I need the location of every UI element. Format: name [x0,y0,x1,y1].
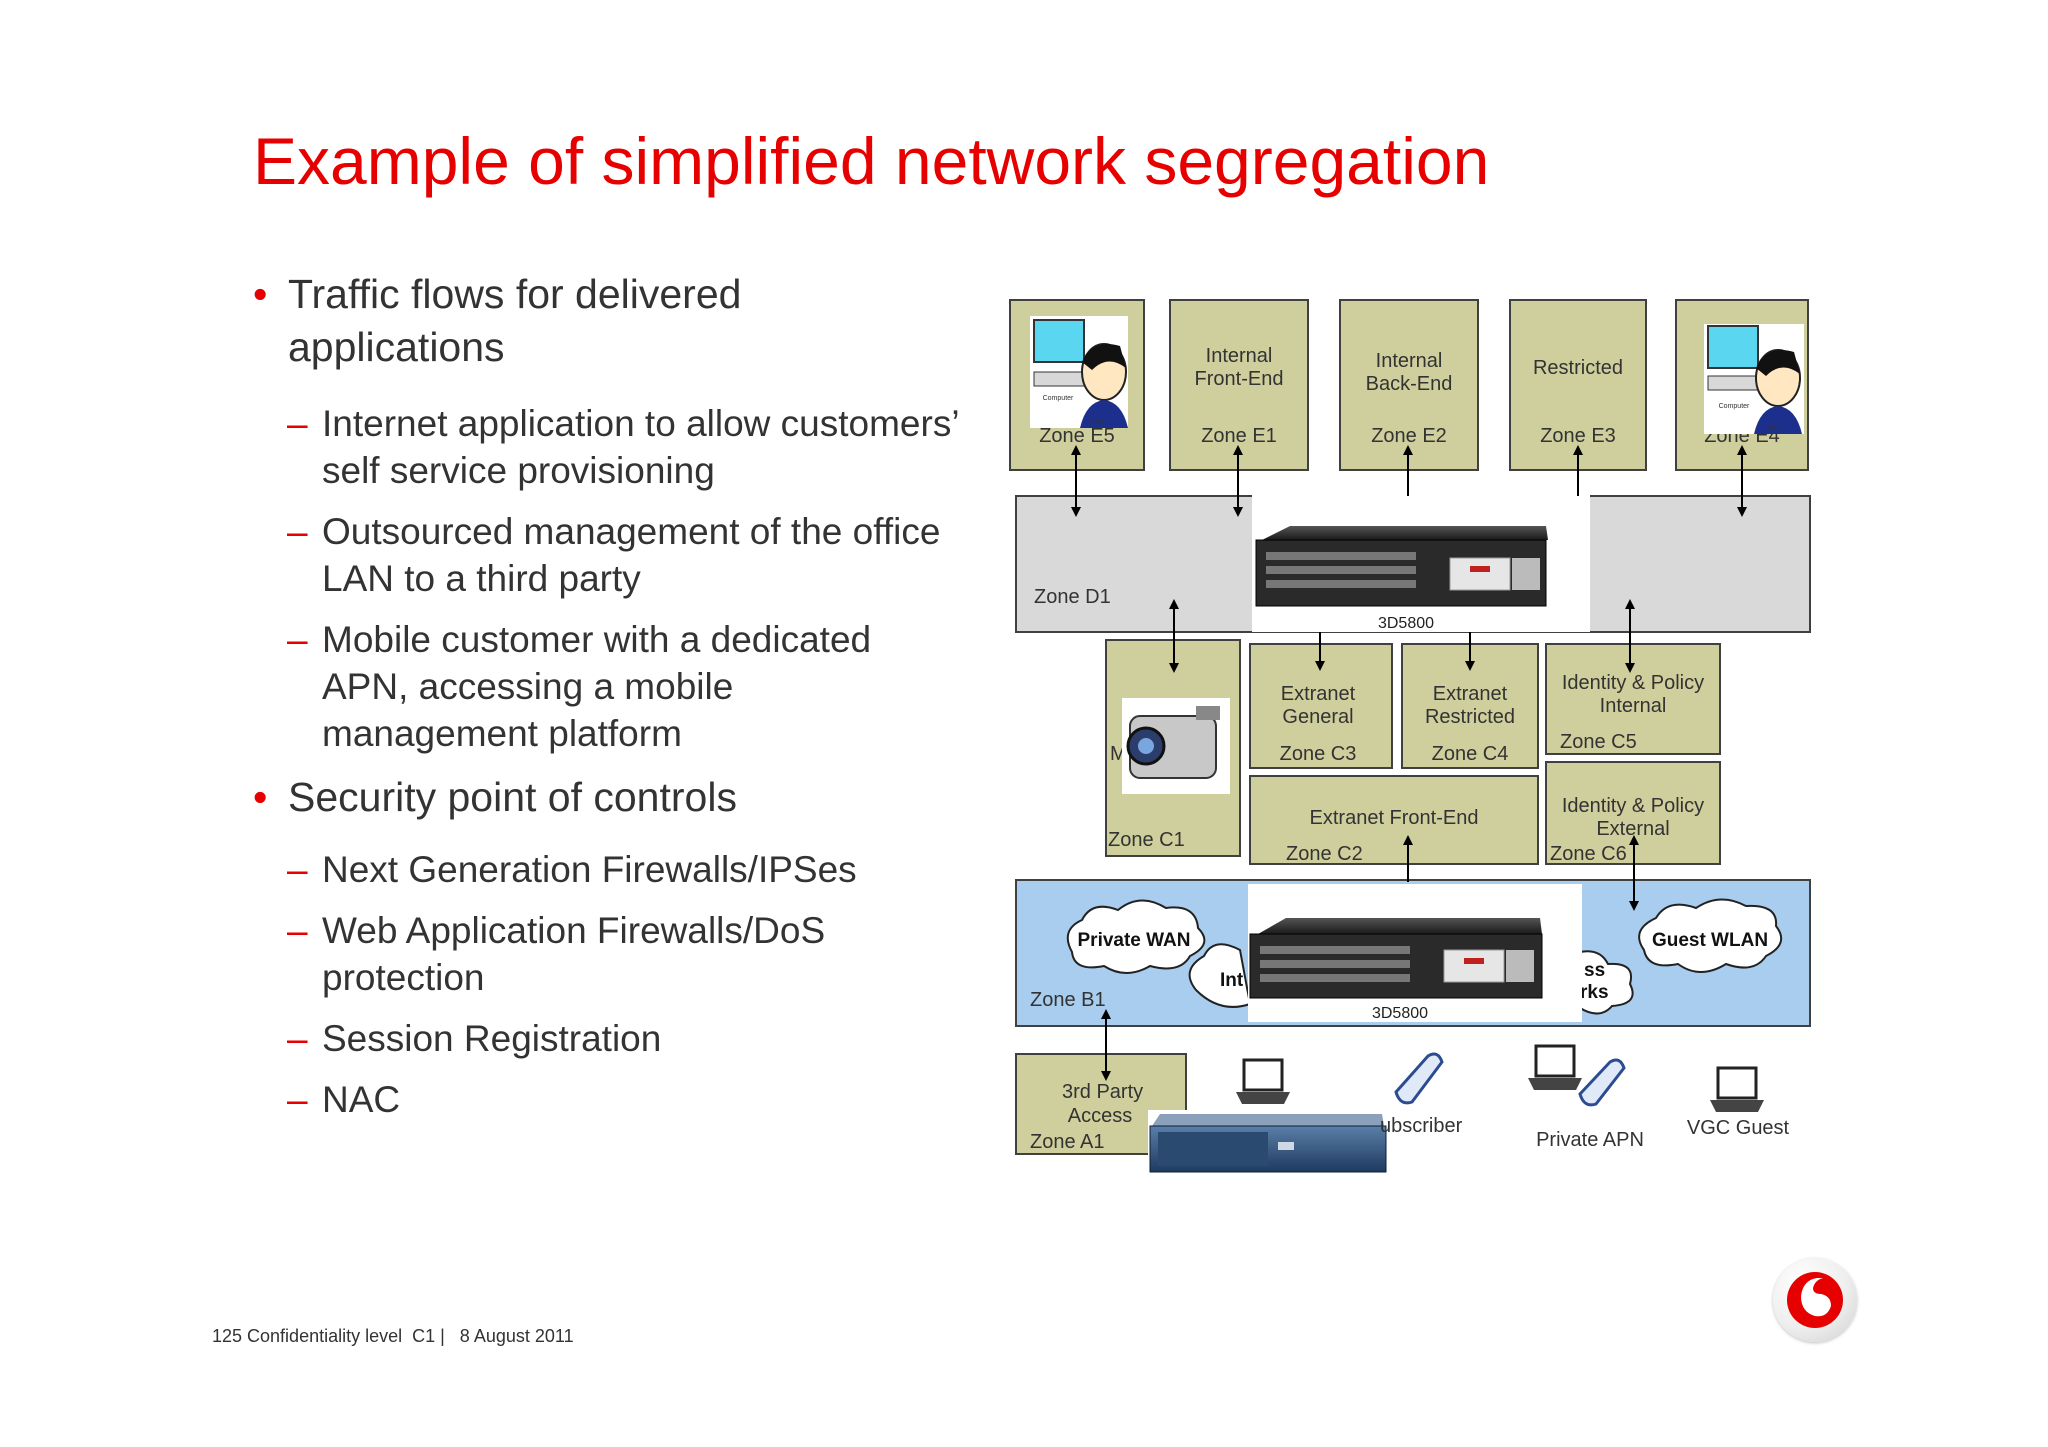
guest-wlan-cloud-icon: Guest WLAN [1638,898,1783,973]
sub-bullet-outsourced: –Outsourced management of the office LAN… [287,511,941,599]
svg-text:Extranet Front-End: Extranet Front-End [1310,807,1479,829]
svg-text:3D5800: 3D5800 [1372,1005,1428,1022]
svg-text:Access: Access [1068,1105,1132,1127]
svg-text:User: User [1090,419,1105,426]
sub-bullet-waf: –Web Application Firewalls/DoS protectio… [287,910,826,998]
zone-e2-line1: Internal [1376,350,1443,372]
zone-e1-line2: Front-End [1195,368,1284,390]
zone-e3 [1509,299,1647,471]
mobile-phone-icon [1578,1058,1626,1107]
zone-a1-label: Zone A1 [1030,1131,1105,1153]
svg-text:Identity & Policy: Identity & Policy [1562,672,1704,694]
zone-e2-label: Zone E2 [1371,425,1447,447]
laptop-icon [1528,1044,1582,1090]
zone-e2 [1339,299,1479,471]
zone-c5-label: Zone C5 [1560,731,1637,753]
zone-e3-label: Zone E3 [1540,425,1616,447]
rack-server-icon [1148,1110,1387,1173]
wireless-cloud-icon: ss rks [1579,950,1634,1015]
sub-bullet-ngfw: –Next Generation Firewalls/IPSes [287,849,857,890]
slide-title: Example of simplified network segregatio… [253,124,1490,198]
svg-text:Identity & Policy: Identity & Policy [1562,795,1704,817]
svg-text:User: User [1765,425,1780,432]
private-apn-label: Private APN [1536,1129,1644,1151]
zone-d1-label: Zone D1 [1034,586,1111,608]
svg-text:Private WAN: Private WAN [1078,930,1191,951]
svg-text:Internal: Internal [1600,695,1667,717]
svg-text:ss: ss [1584,960,1605,981]
bullet-list: Traffic flows for delivered applications… [253,268,958,1123]
bullet-security-controls: Security point of controls [253,771,953,824]
svg-text:Extranet: Extranet [1281,683,1356,705]
sub-bullet-internet-app: –Internet application to allow customers… [287,403,959,491]
firewall-device-icon: 3D5800 [1252,494,1590,632]
zone-e2-line2: Back-End [1366,373,1453,395]
zone-e5-label: Zone E5 [1039,425,1115,447]
vgc-guest-label: VGC Guest [1687,1117,1790,1139]
svg-text:3D5800: 3D5800 [1378,615,1434,632]
vodafone-speechmark-icon [1787,1272,1843,1328]
firewall-device-icon: 3D5800 [1248,884,1582,1022]
svg-text:Guest WLAN: Guest WLAN [1652,930,1768,951]
camcorder-icon [1122,698,1230,794]
zone-c2-label: Zone C2 [1286,843,1363,865]
vodafone-logo [1773,1258,1857,1342]
user-computer-icon: Computer User [1030,316,1128,428]
zone-e1-line1: Internal [1206,345,1273,367]
sub-bullet-mobile-customer: –Mobile customer with a dedicated APN, a… [287,619,872,754]
zone-e1-label: Zone E1 [1201,425,1277,447]
zone-c6-label: Zone C6 [1550,843,1627,865]
sub-bullet-nac: –NAC [287,1079,401,1120]
svg-text:General: General [1282,706,1353,728]
zone-c1-label: Zone C1 [1108,829,1185,851]
private-wan-cloud-icon: Private WAN [1066,899,1206,974]
zone-e1 [1169,299,1309,471]
svg-text:Extranet: Extranet [1433,683,1508,705]
flow-arrows [1071,445,1747,1081]
bullet-traffic-flows: Traffic flows for delivered applications [253,268,848,374]
svg-text:Int: Int [1220,970,1244,991]
laptop-icon [1236,1058,1290,1104]
svg-text:rks: rks [1580,982,1609,1003]
zone-b1-label: Zone B1 [1030,989,1106,1011]
svg-text:Computer: Computer [1043,395,1074,402]
internet-cloud-icon: Int [1188,943,1252,1008]
zone-c3-label: Zone C3 [1280,743,1357,765]
svg-text:3rd Party: 3rd Party [1062,1081,1143,1103]
subscriber-label: ubscriber [1380,1115,1463,1137]
mobile-phone-icon [1394,1052,1444,1105]
zone-e3-line1: Restricted [1533,357,1623,379]
svg-text:External: External [1596,818,1669,840]
sub-bullet-session-registration: –Session Registration [287,1018,662,1059]
svg-text:Restricted: Restricted [1425,706,1515,728]
slide-footer: 125 Confidentiality level C1 | 8 August … [212,1326,574,1346]
zone-c2 [1249,775,1539,865]
zone-c4-label: Zone C4 [1432,743,1509,765]
laptop-icon [1710,1066,1764,1112]
user-computer-icon: Computer User [1704,324,1804,434]
svg-text:Computer: Computer [1719,403,1750,410]
